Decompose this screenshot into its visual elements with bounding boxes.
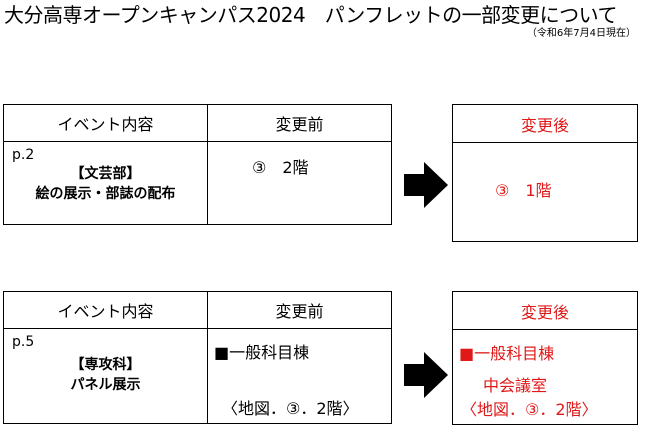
header-after: 変更後 (453, 105, 637, 143)
after-location: ③ 1階 (495, 181, 552, 200)
before-cell: ③ 2階 (207, 141, 392, 225)
event-name: 絵の展示・部誌の配布 (35, 186, 176, 202)
page-number: p.5 (12, 334, 35, 350)
before-cell: ■一般科目棟 〈地図．③．2階〉 (207, 328, 392, 424)
before-building: ■一般科目棟 (214, 343, 310, 362)
event-cell: p.5 【専攻科】 パネル展示 (3, 328, 208, 424)
after-building: ■一般科目棟 (459, 344, 555, 363)
after-map-ref: 〈地図．③．2階〉 (461, 400, 598, 419)
header-event: イベント内容 (3, 291, 208, 329)
after-box-2: 変更後 ■一般科目棟 中会議室 〈地図．③．2階〉 (452, 291, 638, 425)
before-map-ref: 〈地図．③．2階〉 (222, 399, 359, 418)
after-box-1: 変更後 ③ 1階 (452, 104, 638, 242)
arrow-right-icon (404, 352, 448, 398)
arrow-right-icon (404, 162, 448, 208)
event-cell: p.2 【文芸部】 絵の展示・部誌の配布 (3, 141, 208, 225)
header-before: 変更前 (207, 104, 392, 142)
after-room: 中会議室 (483, 376, 548, 395)
header-event: イベント内容 (3, 104, 208, 142)
header-before: 変更前 (207, 291, 392, 329)
page-number: p.2 (12, 147, 35, 163)
event-name: パネル展示 (70, 377, 141, 393)
before-location: ③ 2階 (252, 158, 309, 177)
department: 【文芸部】 (70, 166, 141, 182)
change-table-2: イベント内容 変更前 p.5 【専攻科】 パネル展示 ■一般科目棟 〈地図．③．… (3, 291, 392, 424)
as-of-date: （令和6年7月4日現在） (526, 28, 636, 39)
department: 【専攻科】 (70, 357, 141, 373)
change-table-1: イベント内容 変更前 p.2 【文芸部】 絵の展示・部誌の配布 ③ 2階 (3, 104, 392, 225)
page-title: 大分高専オープンキャンパス2024 パンフレットの一部変更について (4, 3, 618, 27)
header-after: 変更後 (453, 292, 637, 330)
